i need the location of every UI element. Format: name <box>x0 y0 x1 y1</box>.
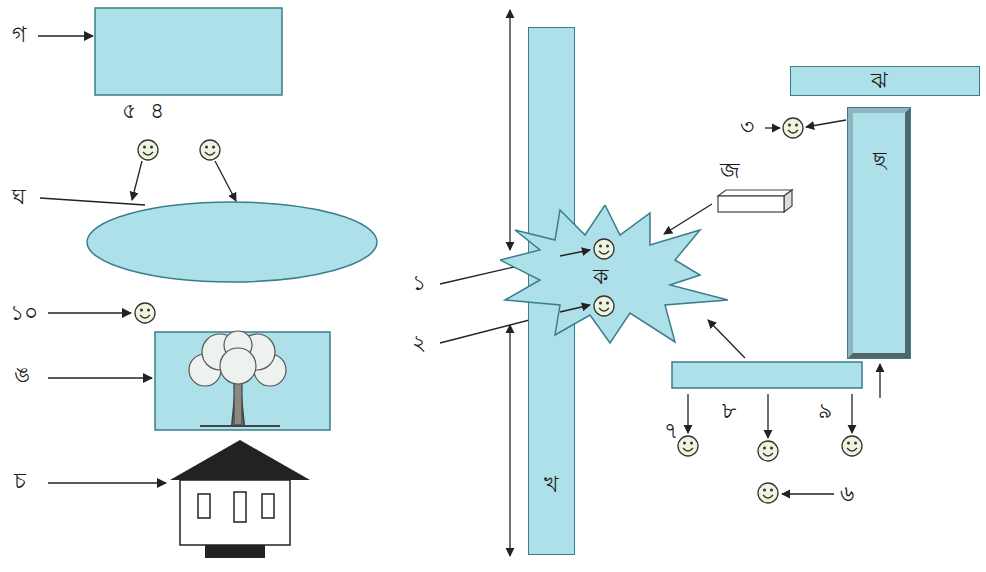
callout-number: ৯ <box>818 398 832 424</box>
callout-number: ৩ <box>740 114 754 140</box>
callout-number: ৫ <box>122 98 136 124</box>
area-letter: ছ <box>873 147 886 173</box>
callout-number: ১০ <box>10 300 38 326</box>
area-letter: ঙ <box>14 362 30 388</box>
field-rect <box>95 8 282 95</box>
callout-number: ৮ <box>722 398 736 424</box>
area-letter: গ <box>12 22 26 48</box>
callout-number: ৬ <box>840 481 854 507</box>
area-letter: চ <box>14 468 26 494</box>
house <box>170 440 310 558</box>
pond-ellipse <box>87 202 377 282</box>
callout-number: ৭ <box>664 418 678 444</box>
area-letter: ঝ <box>871 68 888 94</box>
white-block <box>718 190 792 212</box>
callout-number: ১ <box>412 270 426 296</box>
tree-box <box>155 332 330 430</box>
crash-starburst: ক <box>500 205 730 345</box>
starburst-shape <box>500 205 730 345</box>
top-bar: ঝ <box>790 66 980 96</box>
tree <box>189 331 286 426</box>
callout-number: ২ <box>412 330 426 356</box>
area-letter: ক <box>593 264 608 290</box>
area-letter: খ <box>544 472 558 498</box>
callout-number: ৪ <box>150 98 164 124</box>
bottom-bar <box>672 362 862 388</box>
building-block: ছ <box>848 108 910 358</box>
area-letter: জ <box>720 158 740 184</box>
area-letter: ঘ <box>12 184 26 210</box>
